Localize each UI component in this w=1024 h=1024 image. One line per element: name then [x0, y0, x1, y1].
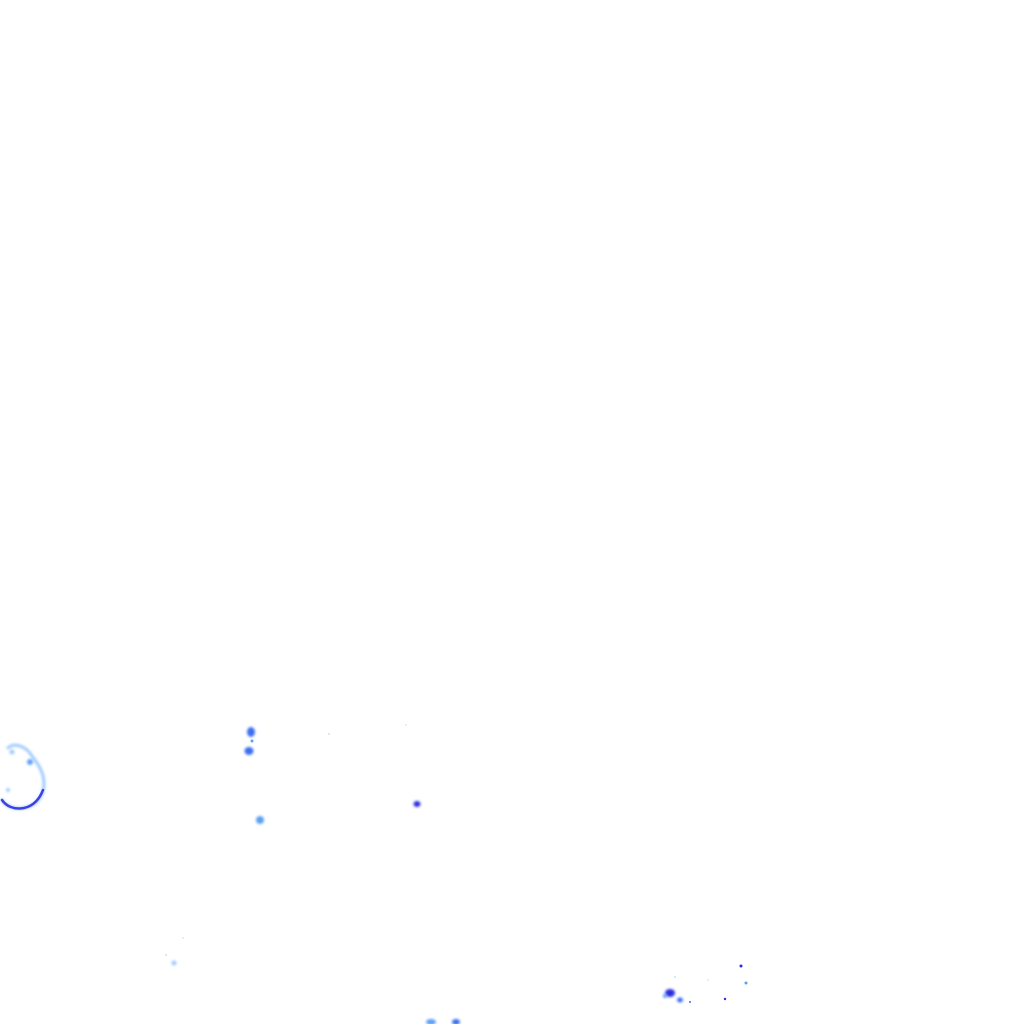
radar-echo-ring-west — [0, 743, 46, 810]
radar-echo-cluster-southeast — [663, 964, 748, 1003]
radar-echo-cluster-south — [426, 1019, 460, 1024]
radar-echo-column-west — [244, 724, 407, 824]
radar-echo-cell-center — [413, 801, 421, 807]
radar-echo-cell-south-small — [165, 937, 184, 966]
